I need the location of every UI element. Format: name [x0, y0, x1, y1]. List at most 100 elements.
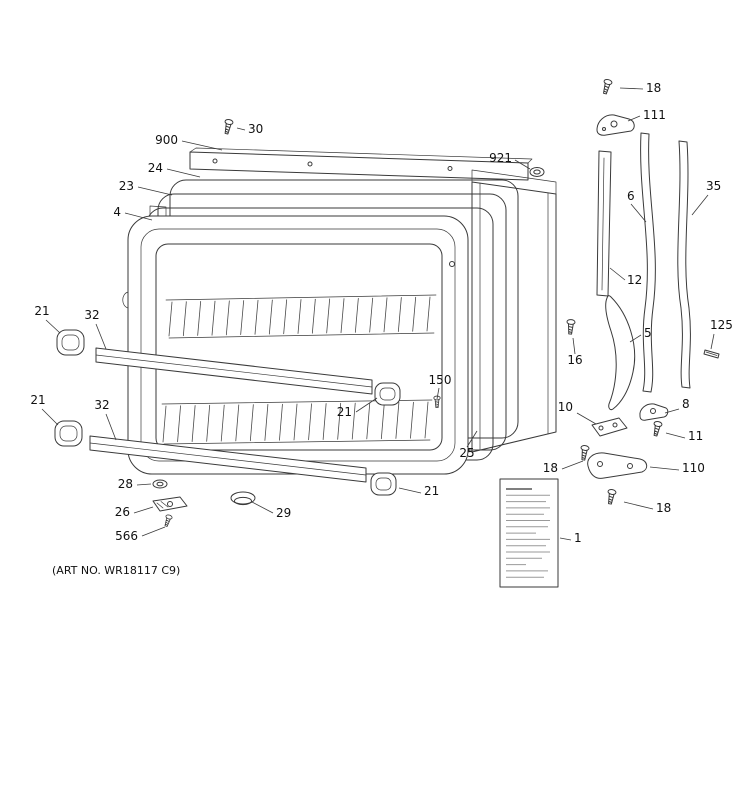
callout-24-label: 24 — [148, 161, 163, 175]
shelf-rib — [206, 404, 211, 442]
callout-566-label: 566 — [115, 529, 138, 543]
shelf-rib — [337, 402, 342, 440]
callout-30-label: 30 — [248, 122, 263, 136]
leader-line-6 — [630, 203, 647, 223]
leader-line-30 — [236, 127, 246, 131]
callout-21-label: 21 — [337, 405, 352, 419]
screw-30 — [222, 118, 234, 136]
part-hinge-bracket-111 — [596, 114, 635, 136]
callout-35-label: 35 — [706, 179, 721, 193]
shelf-rib — [340, 298, 345, 334]
leader-line-26 — [133, 506, 154, 514]
part-handle-5 — [605, 295, 636, 411]
leader-line-32 — [95, 323, 107, 350]
shelf-rib — [412, 296, 417, 332]
leader-line-25 — [466, 430, 478, 448]
part-trim-strip-6 — [640, 132, 656, 393]
shelf-rib — [177, 405, 181, 443]
part-stud-28 — [152, 479, 168, 489]
screw-18-bottom — [605, 488, 617, 506]
callout-110-label: 110 — [682, 461, 705, 475]
shelf-rib — [225, 300, 230, 336]
callout-18-label: 18 — [656, 501, 671, 515]
part-end-cap-21-lower-right — [370, 472, 397, 496]
callout-6-label: 6 — [627, 189, 635, 203]
leader-line-32 — [105, 413, 117, 441]
leader-line-18 — [619, 87, 644, 90]
leader-line-23 — [137, 186, 173, 196]
shelf-rib — [410, 401, 414, 439]
part-grommet-921 — [529, 167, 545, 177]
leader-line-24 — [166, 168, 201, 178]
callout-21-label: 21 — [34, 304, 49, 318]
part-end-cap-21-upper-left — [56, 329, 85, 356]
shelf-rib — [197, 301, 202, 336]
leader-line-4 — [124, 212, 153, 221]
shelf-rib — [283, 299, 288, 335]
leader-line-921 — [514, 159, 531, 170]
part-top-rail-900 — [189, 147, 533, 181]
shelf-rib — [426, 296, 431, 332]
part-outer-door-panel-25 — [471, 169, 557, 453]
shelf-rib — [354, 297, 359, 333]
shelf-rib — [211, 300, 216, 336]
callout-21-label: 21 — [30, 393, 45, 407]
part-end-cap-21-lower-left — [54, 420, 83, 447]
shelf-rib — [293, 403, 298, 441]
part-hinge-bracket-110 — [587, 452, 648, 479]
screw-11 — [651, 420, 663, 438]
shelf-rib — [380, 402, 385, 440]
leader-line-12 — [609, 267, 626, 281]
shelf-rib — [162, 405, 167, 443]
leader-line-35 — [691, 194, 709, 216]
leader-line-150 — [436, 387, 440, 400]
shelf-rib — [308, 403, 312, 441]
leader-line-11 — [665, 432, 686, 439]
callout-10-label: 10 — [558, 400, 573, 414]
callout-921-label: 921 — [489, 151, 512, 165]
callout-125-label: 125 — [710, 318, 733, 332]
art-number-label: (ART NO. WR18117 C9) — [52, 564, 180, 577]
screw-18-top — [600, 78, 613, 96]
part-grommet-29 — [230, 491, 256, 506]
shelf-rib — [366, 402, 371, 440]
leader-line-10 — [576, 412, 597, 425]
shelf-rib — [235, 404, 240, 442]
callout-1-label: 1 — [574, 531, 582, 545]
leader-line-8 — [664, 408, 680, 414]
part-trim-strip-12 — [596, 150, 612, 297]
callout-150-label: 150 — [429, 373, 452, 387]
shelf-rib — [369, 297, 374, 333]
shelf-ribs-upper — [168, 296, 431, 337]
leader-line-18 — [623, 501, 654, 510]
part-instruction-sheet-1 — [499, 478, 559, 588]
shelf-rib — [168, 301, 173, 337]
callout-18-label: 18 — [646, 81, 661, 95]
shelf-rib — [191, 405, 196, 442]
leader-line-125 — [710, 333, 715, 350]
shelf-rib — [424, 401, 429, 439]
part-pin-125 — [703, 349, 720, 359]
shelf-rib — [383, 297, 388, 333]
leader-line-21 — [398, 487, 422, 494]
shelf-rib — [397, 297, 402, 332]
shelf-rib — [297, 299, 302, 334]
leader-line-29 — [251, 501, 274, 514]
callout-111-label: 111 — [643, 108, 666, 122]
callout-28-label: 28 — [118, 477, 133, 491]
callout-12-label: 12 — [627, 273, 642, 287]
callout-16-label: 16 — [567, 353, 582, 367]
part-inner-door-panel — [122, 205, 469, 475]
callout-11-label: 11 — [688, 429, 703, 443]
part-plate-26 — [152, 496, 188, 512]
callout-18-label: 18 — [543, 461, 558, 475]
shelf-rib — [182, 301, 187, 337]
screw-566 — [162, 513, 174, 528]
callout-32-label: 32 — [94, 398, 109, 412]
part-shelf-bar-upper-32 — [95, 347, 373, 395]
leader-line-110 — [649, 466, 680, 471]
shelf-rib — [254, 299, 259, 335]
leader-line-18 — [561, 460, 584, 470]
